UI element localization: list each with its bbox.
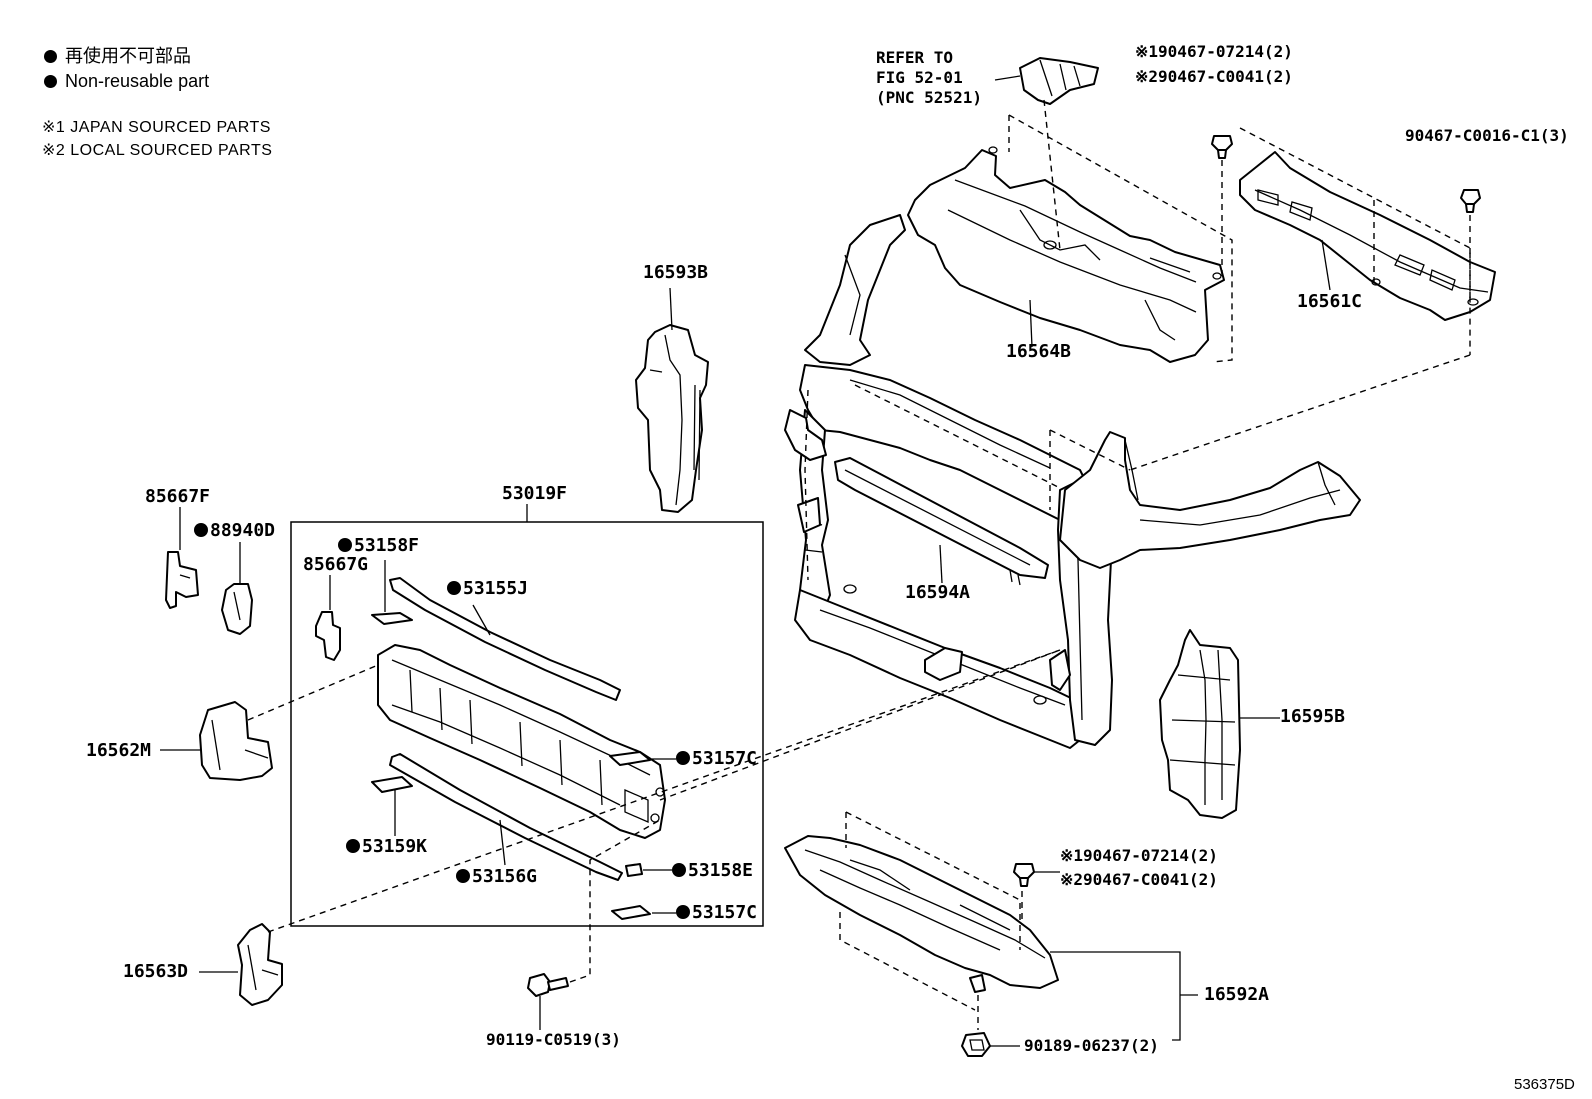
non-reusable-dot-icon bbox=[456, 869, 470, 883]
leader-16594A bbox=[939, 544, 943, 584]
part-85667F bbox=[165, 551, 199, 609]
legend-en: Non-reusable part bbox=[44, 72, 209, 90]
label-88940D-text: 88940D bbox=[210, 520, 276, 541]
label-53157C-b-text: 53157C bbox=[692, 902, 758, 923]
part-53156G bbox=[389, 753, 623, 881]
clip-top-right bbox=[1460, 189, 1481, 213]
label-53019F: 53019F bbox=[502, 483, 568, 504]
label-16561C: 16561C bbox=[1297, 291, 1363, 312]
label-53155J-text: 53155J bbox=[463, 578, 529, 599]
part-53157C-a bbox=[609, 751, 651, 766]
part-85667G bbox=[315, 611, 341, 661]
label-16594A: 16594A bbox=[905, 582, 971, 603]
non-reusable-dot-icon bbox=[44, 75, 57, 88]
leader-16593B bbox=[669, 287, 673, 331]
part-16593B bbox=[635, 324, 709, 513]
label-85667G: 85667G bbox=[303, 554, 369, 575]
non-reusable-dot-icon bbox=[672, 863, 686, 877]
label-85667F: 85667F bbox=[145, 486, 211, 507]
nut-90189 bbox=[961, 1032, 991, 1057]
non-reusable-dot-icon bbox=[447, 581, 461, 595]
part-16563D bbox=[237, 923, 283, 1006]
label-53159K-text: 53159K bbox=[362, 836, 428, 857]
label-nut-90189: 90189-06237(2) bbox=[1024, 1036, 1159, 1055]
label-53158F: 53158F bbox=[338, 537, 419, 555]
label-53157C-a: 53157C bbox=[676, 750, 757, 768]
non-reusable-dot-icon bbox=[338, 538, 352, 552]
figure-id: 536375D bbox=[1514, 1076, 1575, 1093]
label-53159K: 53159K bbox=[346, 838, 427, 856]
label-16564B: 16564B bbox=[1006, 341, 1072, 362]
label-53157C-b: 53157C bbox=[676, 904, 757, 922]
label-16562M: 16562M bbox=[86, 740, 152, 761]
legend-jp: 再使用不可部品 bbox=[44, 47, 191, 65]
label-16563D: 16563D bbox=[123, 961, 189, 982]
non-reusable-dot-icon bbox=[44, 50, 57, 63]
non-reusable-dot-icon bbox=[346, 839, 360, 853]
leader-16564B bbox=[1029, 299, 1033, 348]
note-japan-sourced: ※1 JAPAN SOURCED PARTS bbox=[42, 119, 271, 136]
part-52521-ref bbox=[1019, 57, 1099, 105]
label-16595B: 16595B bbox=[1280, 706, 1346, 727]
part-16564B bbox=[907, 146, 1225, 363]
part-16594A bbox=[834, 457, 1049, 586]
leader-refer bbox=[994, 75, 1021, 81]
part-53159K bbox=[371, 776, 413, 793]
clip-bottom bbox=[1013, 863, 1035, 887]
note-local-sourced: ※2 LOCAL SOURCED PARTS bbox=[42, 142, 273, 159]
refer-line-1: REFER TO bbox=[876, 48, 954, 67]
part-53158F bbox=[371, 612, 413, 625]
part-53019F-beam bbox=[377, 644, 666, 839]
part-88940D bbox=[221, 583, 253, 635]
clip-top-left bbox=[1211, 135, 1233, 159]
part-53155J bbox=[389, 577, 621, 701]
part-16592A bbox=[784, 835, 1059, 993]
label-bottom-clip-2: ※290467-C0041(2) bbox=[1060, 870, 1218, 889]
part-16595B bbox=[1159, 629, 1241, 819]
dash-refer bbox=[1043, 99, 1061, 251]
non-reusable-dot-icon bbox=[194, 523, 208, 537]
legend-jp-text: 再使用不可部品 bbox=[65, 46, 191, 66]
label-53158E-text: 53158E bbox=[688, 860, 754, 881]
leader-53156G bbox=[499, 819, 506, 866]
label-53156G-text: 53156G bbox=[472, 866, 538, 887]
label-bottom-clip-1: ※190467-07214(2) bbox=[1060, 846, 1218, 865]
label-53156G: 53156G bbox=[456, 868, 537, 886]
legend-en-text: Non-reusable part bbox=[65, 71, 210, 91]
label-16592A: 16592A bbox=[1204, 984, 1270, 1005]
label-53158F-text: 53158F bbox=[354, 535, 420, 556]
refer-line-3: (PNC 52521) bbox=[876, 88, 982, 107]
part-16562M bbox=[199, 701, 273, 781]
label-clip-c1: 90467-C0016-C1(3) bbox=[1405, 126, 1569, 145]
label-53157C-a-text: 53157C bbox=[692, 748, 758, 769]
label-top-clip-1: ※190467-07214(2) bbox=[1135, 42, 1293, 61]
part-53157C-b bbox=[611, 905, 651, 920]
part-53158E bbox=[625, 863, 643, 877]
leader-16561C bbox=[1321, 239, 1331, 291]
leader-16592A bbox=[1050, 951, 1181, 1041]
label-top-clip-2: ※290467-C0041(2) bbox=[1135, 67, 1293, 86]
label-88940D: 88940D bbox=[194, 522, 275, 540]
non-reusable-dot-icon bbox=[676, 905, 690, 919]
refer-line-2: FIG 52-01 bbox=[876, 68, 963, 87]
part-16561C bbox=[1239, 151, 1496, 321]
bolt-90119 bbox=[527, 973, 569, 997]
leader-53155J bbox=[472, 604, 491, 636]
label-53158E: 53158E bbox=[672, 862, 753, 880]
label-16593B: 16593B bbox=[643, 262, 709, 283]
non-reusable-dot-icon bbox=[676, 751, 690, 765]
label-bolt-90119: 90119-C0519(3) bbox=[486, 1030, 621, 1049]
label-53155J: 53155J bbox=[447, 580, 528, 598]
